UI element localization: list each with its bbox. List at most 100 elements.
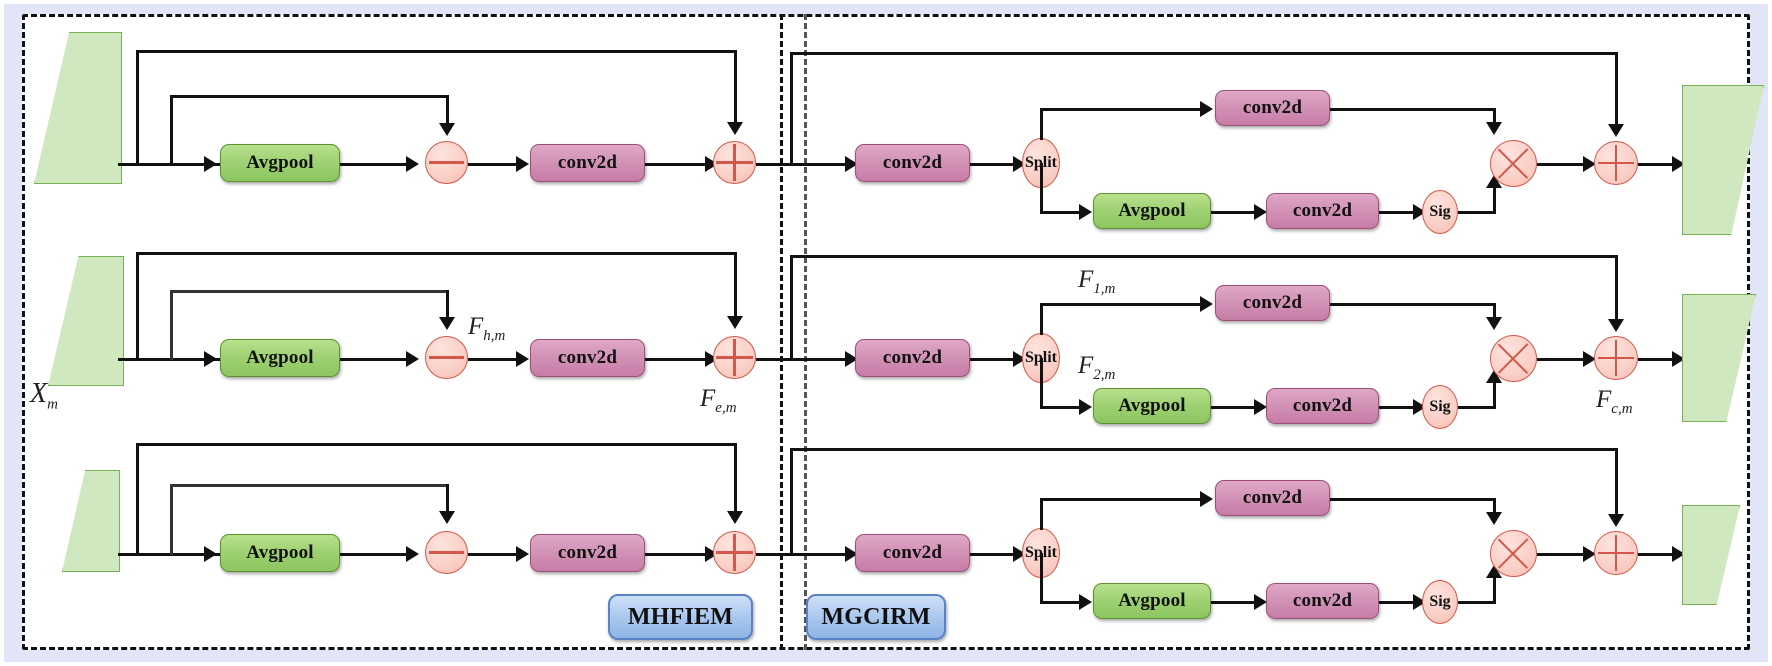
wire-row2-upper-branch [1040,303,1210,306]
wire-row2-pool-to-conv [1211,406,1263,409]
arrow-head-icon [1583,351,1596,367]
sigmoid-node-row2[interactable]: Sig [1422,385,1458,429]
wire-row1-outer-skip-up [790,52,793,164]
conv2d-upper-row3[interactable]: conv2d [1215,480,1330,516]
subtract-operator-row2[interactable] [425,336,468,379]
wire-row3-skip-short-down [446,484,449,516]
sigmoid-node-row3[interactable]: Sig [1422,580,1458,624]
subtract-operator-row1[interactable] [425,141,468,184]
add-operator-row3[interactable] [713,531,756,574]
f-h-subscript: h,m [483,328,506,344]
arrow-head-icon [439,123,455,136]
wire-row3-mul-to-add [1537,553,1591,556]
label-input-x-m: Xm [30,378,58,414]
multiply-operator-row1[interactable] [1490,140,1537,187]
wire-row3-outer-skip-top [790,448,1618,451]
f-1-symbol: F [1078,266,1094,293]
arrow-head-icon [1486,512,1502,525]
wire-row3-conv-to-split [970,553,1022,556]
wire-row1-split-down [1040,163,1043,213]
wire-row1-outer-skip-top [790,52,1618,55]
final-add-operator-row3[interactable] [1594,531,1638,575]
wire-row1-conv-to-split [970,163,1022,166]
final-add-operator-row1[interactable] [1594,141,1638,185]
final-add-operator-row2[interactable] [1594,336,1638,380]
conv2d-lower-row2[interactable]: conv2d [1266,388,1379,424]
avgpool-lower-row1[interactable]: Avgpool [1093,193,1211,229]
wire-row1-sig-up [1493,186,1496,211]
sig-label: Sig [1429,593,1451,610]
wire-row2-outer-skip-up [790,255,793,359]
conv2d-lower-row3[interactable]: conv2d [1266,583,1379,619]
avgpool-label: Avgpool [246,542,314,563]
avgpool-block-row2[interactable]: Avgpool [220,339,340,377]
wire-row1-in [118,163,220,166]
avgpool-block-row1[interactable]: Avgpool [220,144,340,182]
wire-row3-sig-to-mul [1458,601,1496,604]
wire-row2-upper-to-mul [1330,303,1495,306]
wire-row2-out [1638,358,1682,361]
f-e-subscript: e,m [715,400,737,416]
add-operator-row2[interactable] [713,336,756,379]
wire-row2-pool-to-sub [340,358,414,361]
arrow-head-icon [439,511,455,524]
wire-row1-mul-to-add [1537,163,1591,166]
label-f-1-m: F1,m [1078,266,1115,298]
avgpool-label: Avgpool [1118,590,1186,611]
module-tag-mhfiem[interactable]: MHFIEM [608,594,753,640]
add-operator-row1[interactable] [713,141,756,184]
wire-row2-lower-branch [1040,406,1088,409]
wire-row2-skip-long-down [734,252,737,322]
multiply-operator-row3[interactable] [1490,530,1537,577]
wire-row2-sig-to-mul [1458,406,1496,409]
conv2d-block-row2[interactable]: conv2d [530,339,645,377]
wire-row2-in [118,358,220,361]
multiply-operator-row2[interactable] [1490,335,1537,382]
wire-row3-sig-up [1493,576,1496,601]
conv2d-label: conv2d [1292,590,1353,611]
arrow-head-icon [1608,319,1624,332]
conv2d-entry-row2[interactable]: conv2d [855,339,970,377]
avgpool-lower-row2[interactable]: Avgpool [1093,388,1211,424]
wire-row3-out [1638,553,1682,556]
conv2d-upper-row2[interactable]: conv2d [1215,285,1330,321]
wire-row3-pool-to-conv [1211,601,1263,604]
wire-row2-outer-skip-top [790,255,1618,258]
conv2d-label: conv2d [1292,200,1353,221]
wire-row3-outer-skip-up [790,448,793,554]
wire-row1-sub-to-conv [468,163,524,166]
f-2-symbol: F [1078,352,1094,379]
conv2d-entry-row3[interactable]: conv2d [855,534,970,572]
arrow-head-icon [1486,122,1502,135]
conv2d-label: conv2d [882,347,943,368]
wire-row3-skip-long-up [136,443,139,555]
module-tag-mgcirm[interactable]: MGCIRM [806,594,946,640]
sigmoid-node-row1[interactable]: Sig [1422,190,1458,234]
conv2d-label: conv2d [1242,292,1303,313]
wire-row3-in [118,553,220,556]
conv2d-label: conv2d [1292,395,1353,416]
f-h-symbol: F [468,313,484,340]
avgpool-block-row3[interactable]: Avgpool [220,534,340,572]
arrow-head-icon [516,351,529,367]
arrow-head-icon [1200,491,1213,507]
wire-row3-upper-down [1493,498,1496,518]
mgcirm-label: MGCIRM [821,603,931,630]
conv2d-upper-row1[interactable]: conv2d [1215,90,1330,126]
wire-row1-skip-short-top [170,95,448,98]
wire-row1-conv-to-add [645,163,713,166]
conv2d-block-row3[interactable]: conv2d [530,534,645,572]
wire-row2-upper-down [1493,303,1496,323]
wire-row3-skip-short-up [170,484,173,555]
wire-row1-skip-long-top [136,50,736,53]
subtract-operator-row3[interactable] [425,531,468,574]
conv2d-block-row1[interactable]: conv2d [530,144,645,182]
wire-row1-upper-down [1493,108,1496,128]
sig-label: Sig [1429,203,1451,220]
arrow-head-icon [1672,546,1685,562]
conv2d-lower-row1[interactable]: conv2d [1266,193,1379,229]
conv2d-entry-row1[interactable]: conv2d [855,144,970,182]
avgpool-lower-row3[interactable]: Avgpool [1093,583,1211,619]
wire-row1-pool-to-sub [340,163,414,166]
arrow-head-icon [1608,124,1624,137]
